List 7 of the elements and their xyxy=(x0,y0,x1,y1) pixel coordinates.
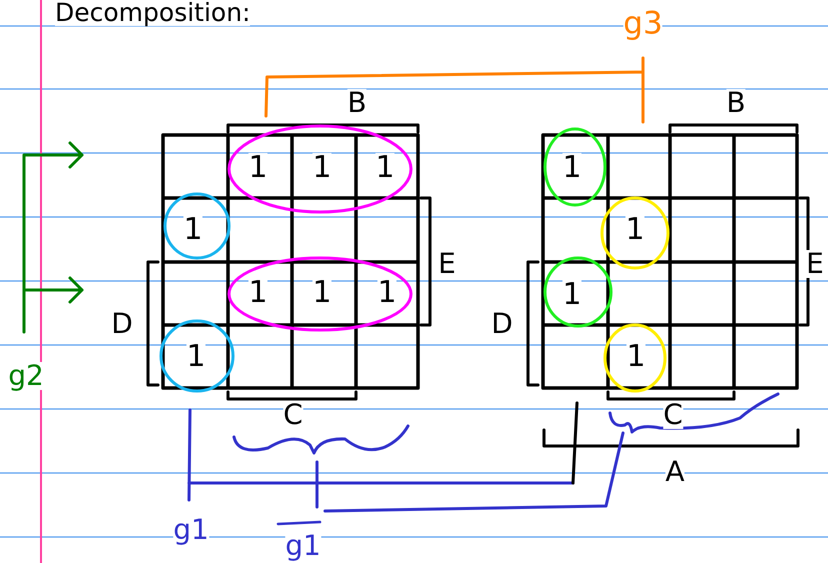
group-label: g1 xyxy=(173,516,209,544)
variable-label: C xyxy=(663,401,683,429)
variable-label: E xyxy=(806,250,824,278)
group-label: g3 xyxy=(623,8,663,40)
group-label: g1 xyxy=(285,532,321,560)
heading: Decomposition: xyxy=(55,0,250,26)
group-label: g2 xyxy=(8,362,44,390)
